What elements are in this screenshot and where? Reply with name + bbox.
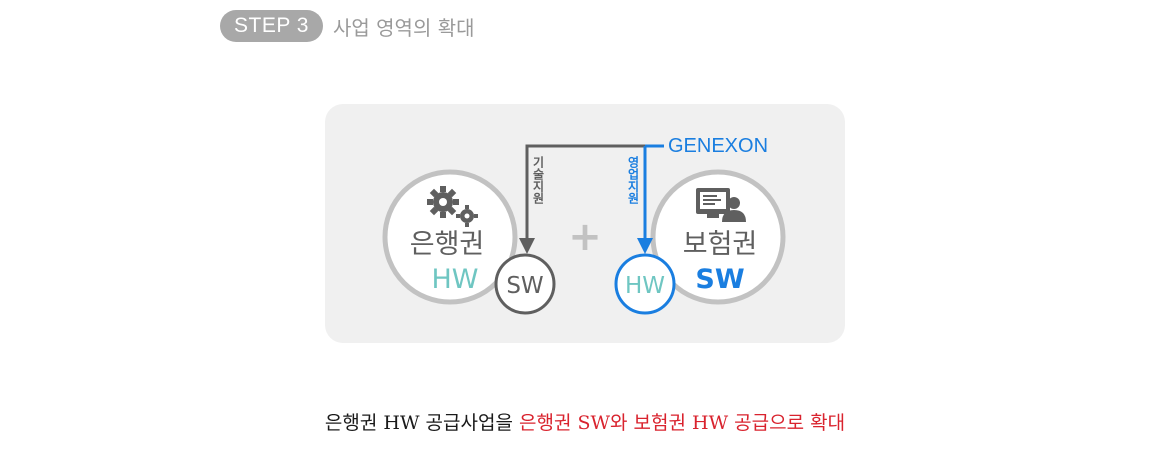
caption: 은행권 HW 공급사업을 은행권 SW와 보험권 HW 공급으로 확대 [0,408,1170,435]
tech-support-line [525,144,664,240]
sales-support-label: 영업지원 [626,155,640,205]
tech-support-arrowhead [519,238,535,254]
step-badge: STEP 3 [220,10,323,42]
hw-small-circle [614,253,676,315]
banking-hw-label: HW [432,264,479,295]
hw-small-label: HW [625,273,665,299]
caption-text: 은행권 HW 공급사업을 [324,412,519,434]
plus-sign: + [568,214,602,260]
insurance-label: 보험권 [683,229,758,260]
insurance-sw-label: SW [695,264,744,295]
caption-highlight: 은행권 SW와 보험권 HW 공급으로 확대 [518,412,846,434]
banking-circle [382,169,518,305]
sw-small-circle [494,253,556,315]
sales-support-arrowhead [637,238,653,254]
company-label: GENEXON [668,135,768,157]
sw-small-label: SW [506,273,543,299]
computer-user-icon [696,188,746,222]
banking-label: 은행권 [410,229,485,260]
step-header: STEP 3 사업 영역의 확대 [220,10,475,42]
gears-icon [427,186,478,227]
step-title: 사업 영역의 확대 [332,15,475,40]
insurance-circle [650,169,786,305]
tech-support-label: 기술지원 [531,155,545,205]
